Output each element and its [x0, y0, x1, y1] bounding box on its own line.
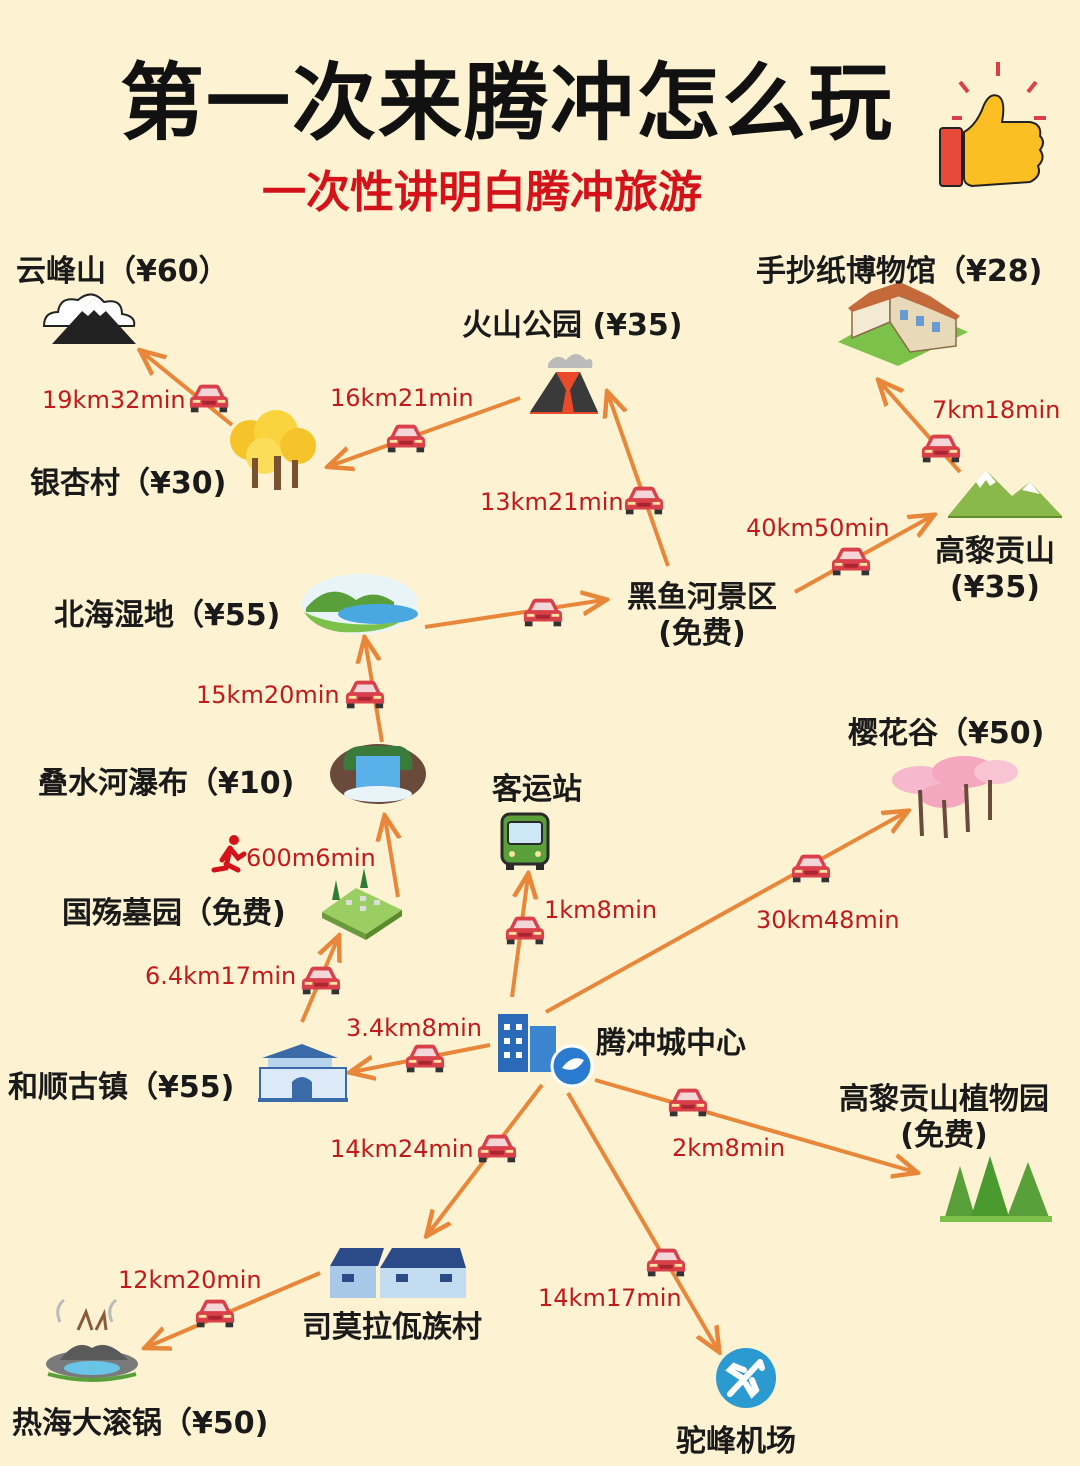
place-beihai: 北海湿地（¥55): [54, 598, 281, 633]
car-icon: [668, 1088, 708, 1117]
route-center-zhiwu: [594, 1078, 915, 1172]
ginkgo-tree-icon: [230, 410, 316, 490]
place-zhiwu-name: 高黎贡山植物园: [839, 1082, 1049, 1117]
thumbs-up-icon: [939, 62, 1046, 188]
distance-center-simola: 14km24min: [330, 1135, 474, 1163]
city-building-icon: [498, 1014, 594, 1088]
car-icon: [477, 1134, 517, 1163]
place-zhiwu: 高黎贡山植物园 (免费): [828, 1082, 1060, 1154]
distance-center-heshun: 3.4km8min: [346, 1014, 482, 1042]
distance-heiyu-huoshan: 13km21min: [480, 488, 624, 516]
place-gaoli-price: (¥35): [949, 570, 1041, 605]
place-yinxing: 银杏村（¥30): [30, 466, 227, 501]
car-icon: [405, 1044, 445, 1073]
distance-simola-rehai: 12km20min: [118, 1266, 262, 1294]
bus-icon: [500, 812, 550, 870]
car-icon: [921, 434, 961, 463]
place-heiyu-price: (免费): [658, 616, 746, 651]
car-icon: [386, 424, 426, 453]
place-tuofeng: 驼峰机场: [676, 1424, 796, 1459]
car-icon: [523, 598, 563, 627]
place-heiyu: 黑鱼河景区 (免费): [614, 580, 790, 652]
page-subtitle: 一次性讲明白腾冲旅游: [262, 167, 702, 218]
place-gaoli: 高黎贡山 (¥35): [930, 534, 1060, 606]
place-shouchao: 手抄纸博物馆（¥28): [756, 254, 1043, 289]
place-center: 腾冲城中心: [596, 1026, 746, 1061]
wetland-icon: [302, 574, 418, 634]
route-center-yinghua: [545, 812, 906, 1014]
route-yinxing-yunfeng: [142, 352, 234, 427]
place-yunfeng: 云峰山（¥60）: [16, 254, 229, 289]
route-beihai-heiyu: [424, 600, 604, 629]
car-icon: [301, 966, 341, 995]
distance-heshun-guoshang: 6.4km17min: [145, 962, 297, 990]
old-town-gate-icon: [258, 1044, 348, 1102]
airplane-icon: [716, 1348, 776, 1408]
museum-icon: [838, 282, 968, 366]
car-icon: [345, 680, 385, 709]
route-simola-rehai: [147, 1271, 321, 1347]
route-heiyu-huoshan: [608, 394, 670, 567]
place-dieshui: 叠水河瀑布（¥10): [38, 766, 295, 801]
place-simola: 司莫拉佤族村: [302, 1310, 482, 1345]
distance-yinxing-yunfeng: 19km32min: [42, 386, 186, 414]
volcano-icon: [530, 354, 598, 414]
mountain-icon: [42, 293, 136, 344]
place-keyun: 客运站: [492, 772, 582, 807]
distance-heiyu-gaoli: 40km50min: [746, 514, 890, 542]
car-icon: [624, 486, 664, 515]
distance-guoshang-dieshui: 600m6min: [246, 844, 376, 872]
car-icon: [646, 1248, 686, 1277]
route-guoshang-dieshui: [385, 818, 398, 898]
distance-huoshan-yinxing: 16km21min: [330, 384, 474, 412]
village-house-icon: [330, 1248, 466, 1298]
place-gaoli-name: 高黎贡山: [935, 534, 1055, 569]
page-title: 第一次来腾冲怎么玩: [120, 54, 895, 152]
sakura-icon: [892, 756, 1018, 839]
cemetery-icon: [322, 868, 402, 940]
place-zhiwu-price: (免费): [900, 1118, 988, 1153]
distance-gaoli-shouchao: 7km18min: [932, 396, 1061, 424]
distance-center-yinghua: 30km48min: [756, 906, 900, 934]
place-heiyu-name: 黑鱼河景区: [627, 580, 777, 615]
distance-center-keyun: 1km8min: [544, 896, 658, 924]
waterfall-icon: [330, 744, 426, 804]
place-huoshan: 火山公园 (¥35): [462, 308, 683, 343]
route-center-tuofeng: [566, 1091, 718, 1350]
forest-icon: [940, 1156, 1052, 1222]
walker-icon: [211, 835, 247, 873]
distance-center-zhiwu: 2km8min: [672, 1134, 786, 1162]
place-guoshang: 国殇墓园（免费): [62, 896, 286, 931]
place-heshun: 和顺古镇（¥55): [8, 1070, 235, 1105]
car-icon: [505, 916, 545, 945]
hot-spring-icon: [46, 1298, 138, 1382]
place-rehai: 热海大滚锅（¥50): [12, 1406, 269, 1441]
car-icon: [195, 1299, 235, 1328]
route-huoshan-yinxing: [330, 396, 521, 466]
distance-dieshui-beihai: 15km20min: [196, 681, 340, 709]
distance-center-tuofeng: 14km17min: [538, 1284, 682, 1312]
snow-mountain-icon: [948, 470, 1062, 518]
place-yinghua: 樱花谷（¥50): [848, 716, 1045, 751]
